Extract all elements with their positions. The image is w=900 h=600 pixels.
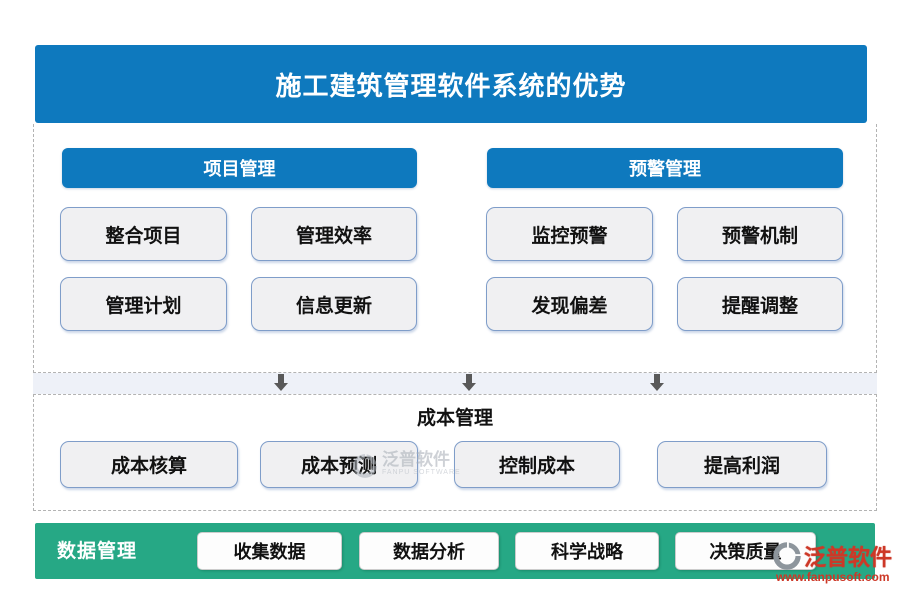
cost-item-cost-forecast[interactable]: 成本预测: [260, 441, 418, 488]
project-item-integrate-projects[interactable]: 整合项目: [60, 207, 227, 261]
data-item-decision-quality[interactable]: 决策质量: [675, 532, 816, 570]
down-arrow-icon: [274, 374, 288, 392]
down-arrow-icon: [462, 374, 476, 392]
cost-item-increase-profit[interactable]: 提高利润: [657, 441, 827, 488]
data-item-collect-data[interactable]: 收集数据: [197, 532, 342, 570]
project-item-management-plan[interactable]: 管理计划: [60, 277, 227, 331]
project-item-information-update[interactable]: 信息更新: [251, 277, 417, 331]
warning-item-find-deviation[interactable]: 发现偏差: [486, 277, 653, 331]
warning-item-warning-mechanism[interactable]: 预警机制: [677, 207, 843, 261]
warning-item-monitor-warning[interactable]: 监控预警: [486, 207, 653, 261]
data-item-data-analysis[interactable]: 数据分析: [359, 532, 499, 570]
section-header-data-management: 数据管理: [57, 541, 138, 562]
arrow-strip: [33, 373, 877, 394]
section-header-cost-management: 成本管理: [416, 408, 493, 429]
section-header-warning-management[interactable]: 预警管理: [487, 148, 843, 188]
warning-item-remind-adjust[interactable]: 提醒调整: [677, 277, 843, 331]
page-title: 施工建筑管理软件系统的优势: [35, 45, 867, 123]
cost-item-control-cost[interactable]: 控制成本: [454, 441, 620, 488]
section-header-project-management[interactable]: 项目管理: [62, 148, 417, 188]
data-item-scientific-strategy[interactable]: 科学战略: [515, 532, 659, 570]
down-arrow-icon: [650, 374, 664, 392]
project-item-management-efficiency[interactable]: 管理效率: [251, 207, 417, 261]
cost-item-cost-accounting[interactable]: 成本核算: [60, 441, 238, 488]
